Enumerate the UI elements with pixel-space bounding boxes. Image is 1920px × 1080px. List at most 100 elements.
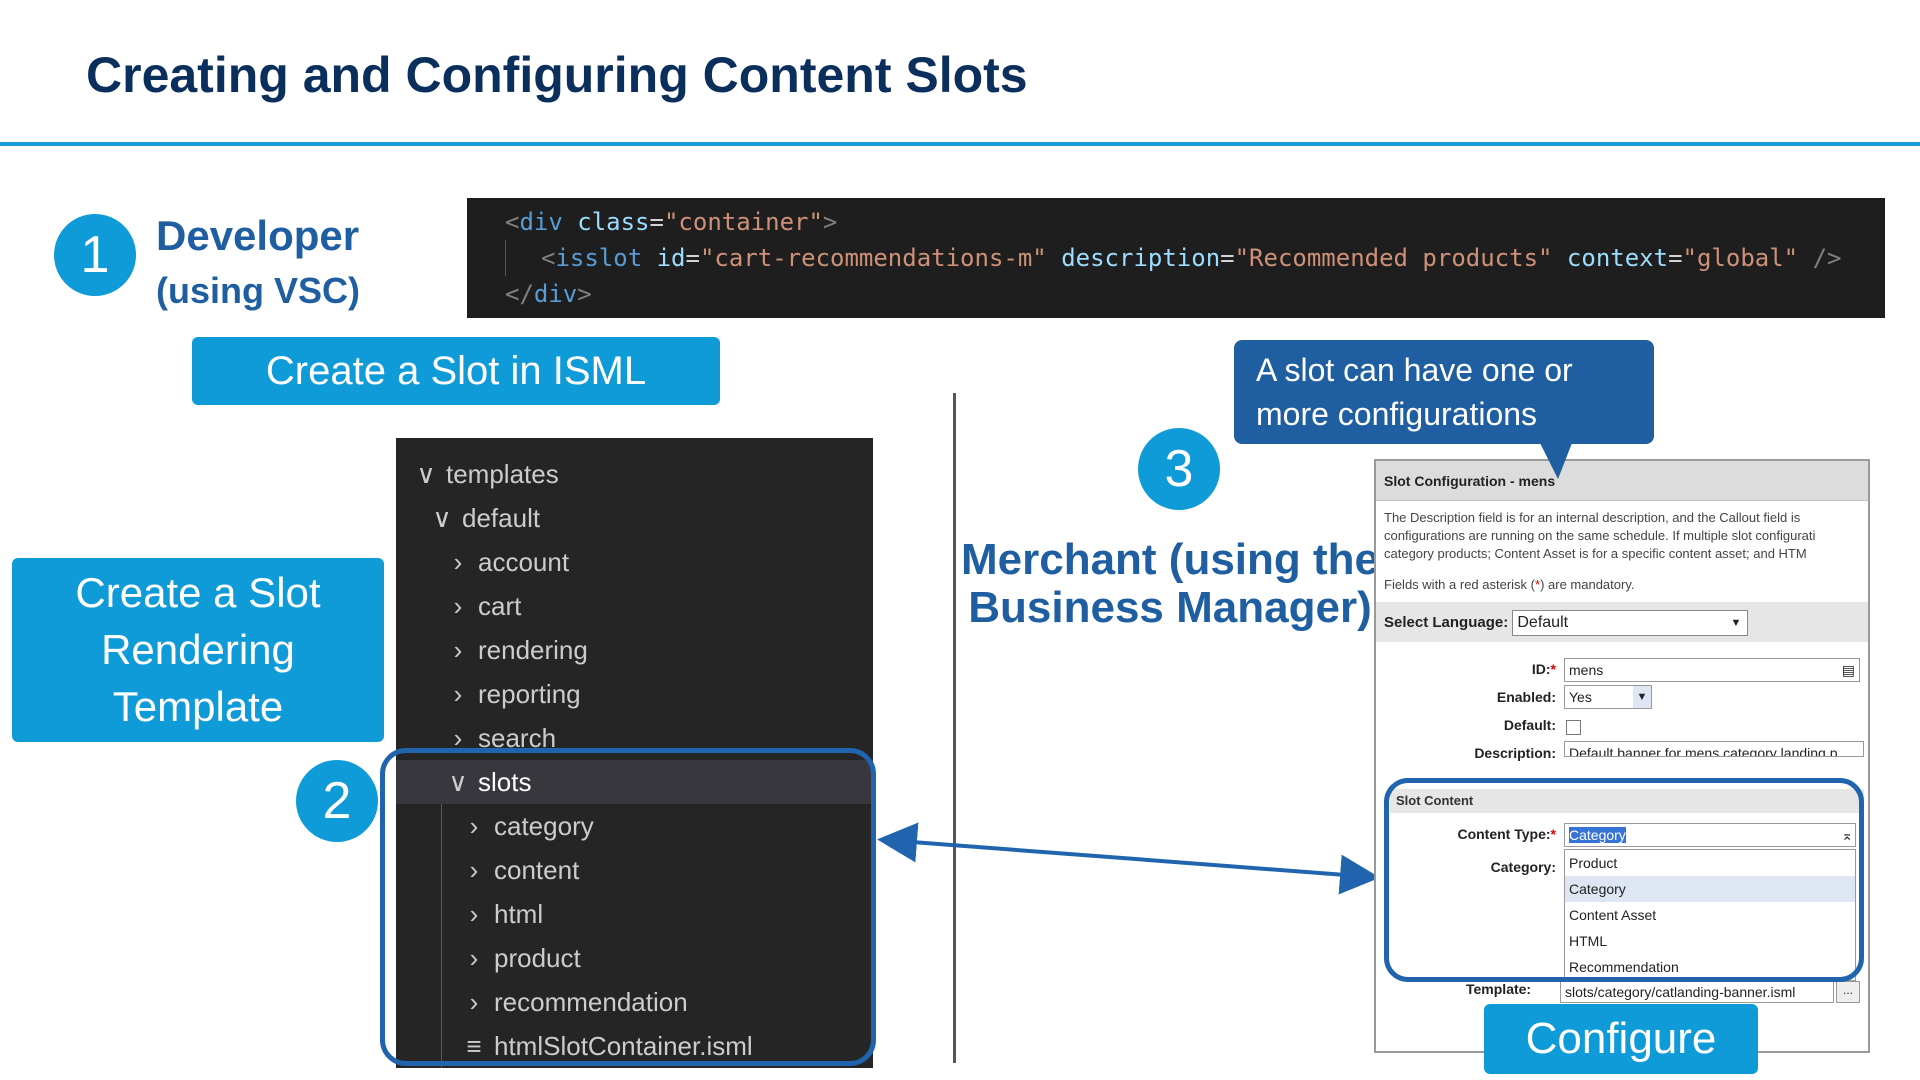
chevron-right-icon: › [453, 635, 463, 665]
tree-item-label: reporting [478, 679, 581, 709]
tree-item-label: rendering [478, 635, 588, 665]
chevron-right-icon: › [469, 811, 479, 841]
description-input[interactable]: Default banner for mens category landing… [1564, 741, 1864, 757]
enabled-select[interactable]: Yes▼ [1564, 685, 1652, 709]
dropdown-option[interactable]: Category [1565, 876, 1855, 902]
slide-title: Creating and Configuring Content Slots [86, 47, 1028, 103]
callout-pointer [1540, 443, 1572, 479]
create-template-label: Create a Slot Rendering Template [12, 558, 384, 742]
file-explorer-tree: ∨templates∨default›account›cart›renderin… [396, 438, 873, 1068]
mouse-cursor-icon: ⌅ [1841, 827, 1853, 843]
default-checkbox[interactable] [1566, 720, 1581, 735]
section-divider [953, 393, 956, 1063]
chevron-down-icon: ▼ [1633, 686, 1651, 708]
tree-item-templates[interactable]: ∨templates [396, 452, 873, 496]
id-input[interactable]: mens▤ [1564, 658, 1860, 682]
create-template-line1: Create a Slot [75, 569, 321, 616]
developer-heading: Developer (using VSC) [156, 212, 360, 312]
tree-item-category[interactable]: › category [396, 804, 873, 848]
tree-item-label: html [494, 899, 544, 929]
merchant-heading: Merchant (using the Business Manager) [960, 536, 1380, 632]
tree-item-label: default [462, 503, 541, 533]
slot-content-header: Slot Content [1390, 789, 1864, 813]
tree-item-slots[interactable]: ∨ slots [396, 760, 873, 804]
mandatory-note: Fields with a red asterisk (*) are manda… [1384, 577, 1635, 592]
callout-bubble: A slot can have one or more configuratio… [1234, 340, 1654, 444]
slot-config-header: Slot Configuration - mens [1376, 461, 1868, 501]
template-label: Template: [1466, 981, 1532, 997]
content-type-input[interactable]: Category⌅ [1564, 823, 1856, 847]
dropdown-option[interactable]: Content Asset [1569, 907, 1657, 923]
slot-configuration-panel: Slot Configuration - mens The Descriptio… [1374, 459, 1870, 1053]
language-select[interactable]: Default▼ [1512, 610, 1749, 636]
tree-item-label: content [494, 855, 580, 885]
step-1-badge: 1 [54, 214, 136, 296]
file-lines-icon: ≡ [466, 1031, 482, 1061]
configure-label: Configure [1484, 1004, 1758, 1074]
title-rule [0, 142, 1920, 146]
create-slot-label: Create a Slot in ISML [192, 337, 720, 405]
tree-item-label: category [494, 811, 594, 841]
isml-code-editor: <div class="container"> <isslot id="cart… [467, 198, 1885, 318]
chevron-right-icon: › [469, 899, 479, 929]
slot-content-highlight [1384, 778, 1864, 982]
tree-item-label: account [478, 547, 570, 577]
tree-item-label: recommendation [494, 987, 688, 1017]
tree-item-content[interactable]: › content [396, 848, 873, 892]
language-bar: Select Language: Default▼ [1376, 602, 1868, 642]
chevron-right-icon: › [453, 547, 463, 577]
chevron-down-icon: ∨ [432, 503, 452, 533]
description-label: Description: [1474, 745, 1556, 761]
callout-line2: more configurations [1256, 396, 1538, 432]
dropdown-option[interactable]: Recommendation [1569, 959, 1679, 975]
code-line-3: </div> [505, 280, 592, 308]
dropdown-option[interactable]: Product [1569, 855, 1618, 871]
id-card-icon[interactable]: ▤ [1841, 662, 1855, 678]
tree-item-cart[interactable]: › cart [396, 584, 873, 628]
chevron-right-icon: › [469, 855, 479, 885]
tree-item-label: product [494, 943, 581, 973]
callout-line1: A slot can have one or [1256, 352, 1573, 388]
merchant-heading-line1: Merchant (using the [960, 535, 1380, 584]
id-label: ID:* [1531, 661, 1556, 677]
template-browse-button[interactable]: ... [1836, 981, 1860, 1003]
dropdown-option[interactable]: HTML [1569, 933, 1608, 949]
tree-item-rendering[interactable]: › rendering [396, 628, 873, 672]
tree-item-recommendation[interactable]: › recommendation [396, 980, 873, 1024]
chevron-right-icon: › [469, 943, 479, 973]
category-label: Category: [1490, 859, 1556, 875]
dropdown-arrow-icon: ▼ [1730, 617, 1742, 629]
slot-config-description: The Description field is for an internal… [1384, 510, 1816, 561]
create-template-line2: Rendering [101, 626, 295, 673]
chevron-right-icon: › [453, 679, 463, 709]
developer-heading-line2: (using VSC) [156, 270, 360, 311]
tree-item-reporting[interactable]: › reporting [396, 672, 873, 716]
tree-item-label: slots [478, 767, 532, 797]
developer-heading-line1: Developer [156, 212, 360, 259]
chevron-down-icon: ∨ [448, 767, 468, 797]
content-type-label: Content Type:* [1457, 826, 1556, 842]
chevron-right-icon: › [453, 723, 463, 753]
step-2-badge: 2 [296, 760, 378, 842]
chevron-down-icon: ∨ [416, 459, 436, 489]
tree-item-htmlslotcontainer-isml[interactable]: ≡ htmlSlotContainer.isml [396, 1024, 873, 1068]
default-label: Default: [1503, 717, 1556, 733]
tree-item-account[interactable]: › account [396, 540, 873, 584]
tree-item-label: htmlSlotContainer.isml [494, 1031, 753, 1061]
chevron-right-icon: › [453, 591, 463, 621]
slots-folder-highlight [380, 748, 876, 1066]
code-line-1: <div class="container"> [505, 208, 838, 236]
tree-indent-guide [441, 790, 442, 1068]
tree-item-product[interactable]: › product [396, 936, 873, 980]
enabled-label: Enabled: [1496, 689, 1556, 705]
merchant-heading-line2: Business Manager) [968, 583, 1372, 632]
tree-item-default[interactable]: ∨ default [396, 496, 873, 540]
tree-item-html[interactable]: › html [396, 892, 873, 936]
create-template-line3: Template [112, 683, 284, 730]
chevron-right-icon: › [469, 987, 479, 1017]
template-input[interactable]: slots/category/catlanding-banner.isml [1560, 981, 1834, 1003]
language-label: Select Language: [1384, 613, 1509, 631]
tree-item-label: cart [478, 591, 522, 621]
